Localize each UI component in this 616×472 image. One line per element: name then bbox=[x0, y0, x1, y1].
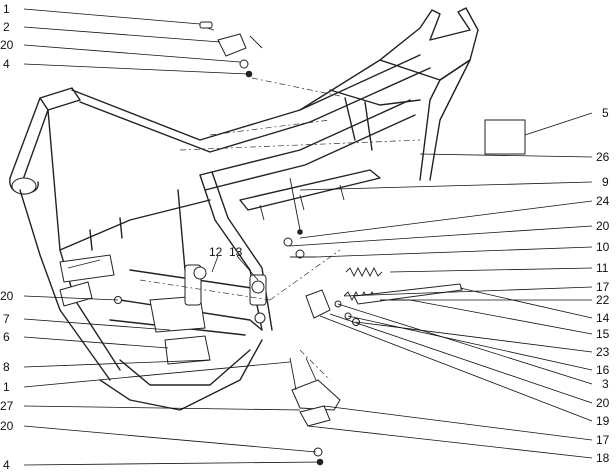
leader-lines bbox=[23, 8, 593, 466]
callout-13: 13 bbox=[229, 245, 243, 259]
callout-12: 12 bbox=[209, 245, 223, 259]
left-callouts: 1 2 20 4 20 7 6 8 1 27 20 4 bbox=[0, 2, 14, 472]
callout-20-right-top: 20 bbox=[596, 219, 610, 233]
callout-11: 11 bbox=[596, 261, 609, 275]
callout-15: 15 bbox=[596, 327, 610, 341]
callout-1-top: 1 bbox=[3, 2, 10, 16]
callout-9: 9 bbox=[602, 175, 609, 189]
callout-2: 2 bbox=[3, 20, 10, 34]
callout-3: 3 bbox=[602, 377, 609, 391]
center-callouts: 12 13 bbox=[209, 245, 243, 259]
callout-14: 14 bbox=[596, 311, 610, 325]
callout-27: 27 bbox=[0, 399, 14, 413]
callout-23: 23 bbox=[596, 345, 610, 359]
callout-10: 10 bbox=[596, 240, 610, 254]
callout-26: 26 bbox=[596, 150, 610, 164]
callout-20-bottom: 20 bbox=[0, 419, 14, 433]
callout-4-bottom: 4 bbox=[3, 458, 10, 472]
callout-20-right-bottom: 20 bbox=[596, 396, 610, 410]
callout-5: 5 bbox=[602, 106, 609, 120]
callout-7: 7 bbox=[3, 312, 10, 326]
callout-16: 16 bbox=[596, 363, 610, 377]
right-callouts: 5 26 9 24 20 10 11 17 22 14 15 23 16 3 2… bbox=[596, 106, 610, 465]
callout-8: 8 bbox=[3, 360, 10, 374]
callout-18: 18 bbox=[596, 451, 610, 465]
callout-19: 19 bbox=[596, 414, 610, 428]
callout-22: 22 bbox=[596, 293, 610, 307]
callout-17-right-bottom: 17 bbox=[596, 433, 610, 447]
callout-20-mid: 20 bbox=[0, 289, 14, 303]
callout-1-bottom: 1 bbox=[3, 380, 10, 394]
motorcycle-frame bbox=[9, 7, 526, 466]
callout-6: 6 bbox=[3, 330, 10, 344]
callout-20-top: 20 bbox=[0, 38, 14, 52]
callout-17-right-top: 17 bbox=[596, 280, 610, 294]
callout-4-top: 4 bbox=[3, 57, 10, 71]
callout-24: 24 bbox=[596, 194, 610, 208]
